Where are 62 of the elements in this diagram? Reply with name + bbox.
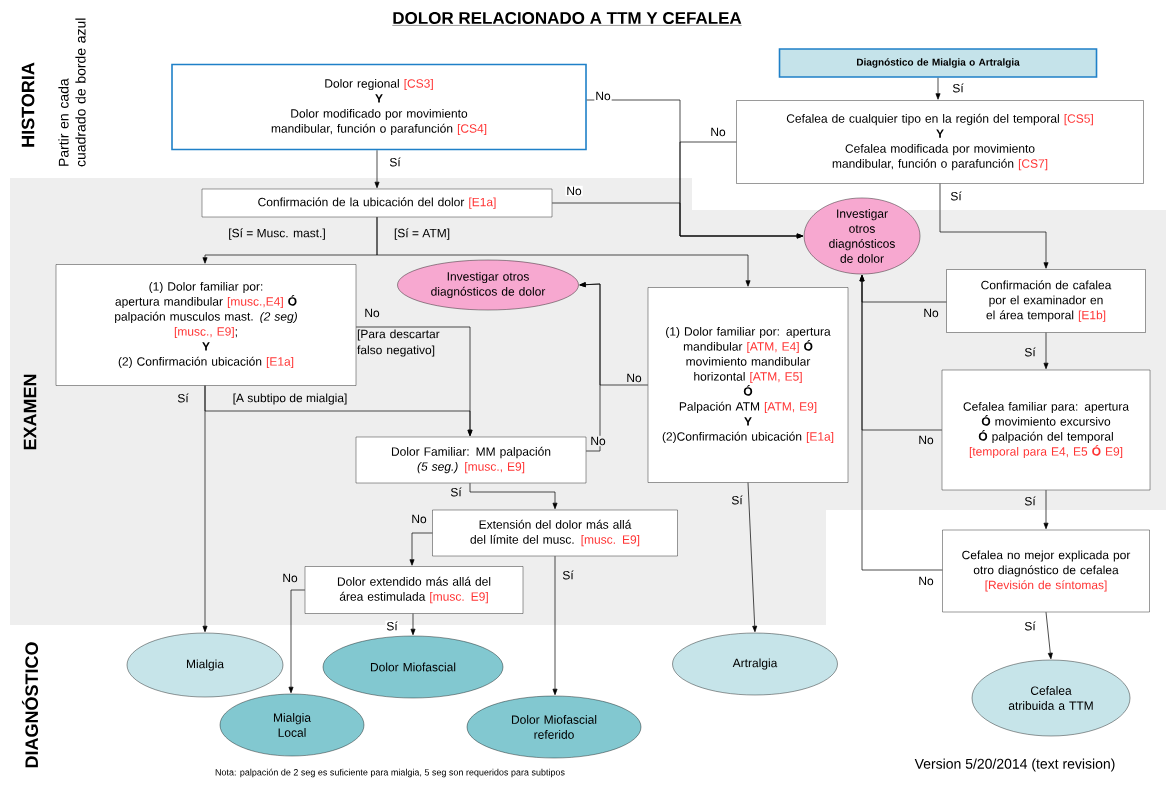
edge-label: No bbox=[410, 513, 428, 525]
decision-box: Cefalea no mejor explicada por otro diagnóstico de cefalea [Revisión de síntomas] bbox=[942, 529, 1150, 613]
decision-box: Dolor Familiar: MM palpación (5 seg.) [musc., E9] bbox=[355, 436, 587, 484]
arrow bbox=[376, 216, 751, 287]
arrow bbox=[469, 482, 558, 510]
edge-label: [Sí = ATM] bbox=[392, 227, 452, 241]
arrow bbox=[1043, 489, 1049, 530]
note-text: [Para descartar falso negativo] bbox=[357, 329, 440, 357]
note-text: Nota: palpación de 2 seg es suficiente para mialgia, 5 seg son requeridos para subtipos bbox=[215, 768, 565, 778]
start-box: Dolor regional [CS3] Y Dolor modificado por movimiento mandibular, función o parafunción [CS4] bbox=[171, 63, 587, 151]
arrow bbox=[579, 282, 649, 386]
edge-label: No bbox=[709, 126, 727, 138]
arrow bbox=[204, 385, 473, 437]
arrow bbox=[552, 555, 558, 696]
decision-box: Extensión del dolor más allá del límite del musc. [musc. E9] bbox=[432, 509, 678, 557]
arrow bbox=[551, 202, 804, 239]
arrow bbox=[374, 149, 380, 189]
section-heading: HISTORIA bbox=[21, 62, 35, 147]
edge-label: No bbox=[589, 435, 607, 447]
header-box: Diagnóstico de Mialgia o Artralgia bbox=[778, 48, 1098, 78]
edge-label: Sí bbox=[1023, 495, 1037, 507]
arrow bbox=[935, 77, 941, 100]
edge-label: No bbox=[625, 372, 643, 384]
edge-label: Sí bbox=[951, 82, 965, 94]
section-heading: EXAMEN bbox=[23, 374, 37, 450]
edge-label: No bbox=[594, 90, 612, 102]
edge-label: Sí bbox=[176, 392, 190, 404]
version-text: Version 5/20/2014 (text revision) bbox=[914, 758, 1115, 772]
edge-label: No bbox=[281, 572, 299, 584]
arrow bbox=[409, 532, 433, 566]
decision-box: Confirmación de cafalea por el examinador en el área temporal [E1b] bbox=[946, 269, 1146, 333]
edge-label: Sí bbox=[388, 156, 402, 168]
arrow bbox=[1043, 332, 1049, 370]
arrow bbox=[859, 274, 943, 571]
edge-label: Sí bbox=[385, 620, 399, 632]
edge-label: Sí bbox=[730, 494, 744, 506]
section-heading: DIAGNÓSTICO bbox=[21, 642, 39, 768]
edge-label: Sí bbox=[449, 486, 463, 498]
decision-box: Cefalea familiar para: apertura Ó movimiento excursivo Ó palpación del temporal [temporal para E4, E5 Ó E9] bbox=[941, 369, 1151, 491]
decision-box: (1) Dolor familiar por: apertura mandibular [ATM, E4] Ó movimiento mandibular horizontal [ATM, E5] Ó Palpación ATM [ATM, E9] Y (2)Confirmación ubicación [E1a] bbox=[647, 287, 849, 483]
decision-box: (1) Dolor familiar por: apertura mandibular [musc.,E4] Ó palpación musculos mast. (2 seg) [musc., E9] ; Y (2) Confirmación ubicación [E1a] bbox=[55, 264, 357, 386]
edge-label: Sí bbox=[949, 190, 963, 202]
arrow bbox=[939, 183, 1049, 269]
edge-label: No bbox=[917, 575, 935, 587]
arrow bbox=[410, 613, 416, 636]
edge-label: No bbox=[565, 185, 583, 197]
edge-label: Sí bbox=[1023, 346, 1037, 358]
edge-label: [Sí = Musc. mast.] bbox=[227, 227, 327, 241]
edge-label: No bbox=[363, 307, 381, 319]
edge-label: No bbox=[917, 434, 935, 446]
decision-box: Confirmación de la ubicación del dolor [E1a] bbox=[201, 188, 553, 218]
arrow bbox=[288, 589, 306, 694]
arrow bbox=[1045, 611, 1053, 660]
edge-label: No bbox=[922, 307, 940, 319]
title: DOLOR RELACIONADO A TTM Y CEFALEA bbox=[392, 12, 742, 26]
edge-label: Sí bbox=[561, 569, 575, 581]
decision-box: Dolor extendido más allá del área estimulada [musc. E9] bbox=[304, 566, 524, 614]
instruction-text: Partir en cada cuadrado de borde azul bbox=[58, 18, 86, 167]
edge-label: Sí bbox=[1023, 620, 1037, 632]
edge-label: [A subtipo de mialgia] bbox=[231, 392, 349, 406]
arrow bbox=[747, 482, 758, 633]
decision-box: Cefalea de cualquier tipo en la región del temporal [CS5] Y Cefalea modificada por movimiento mandibular, función o parafunción [CS7] bbox=[736, 100, 1144, 184]
